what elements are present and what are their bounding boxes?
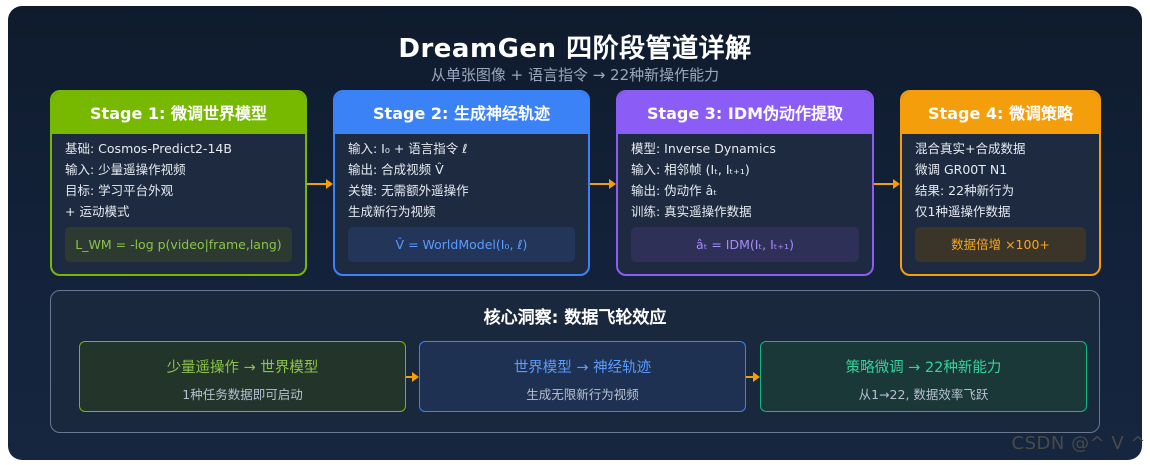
stage-4-line-4: 仅1种遥操作数据 xyxy=(915,204,1011,219)
insight-box-2-desc: 生成无限新行为视频 xyxy=(526,387,639,402)
stage-3-line-3: 输出: 伪动作 âₜ xyxy=(631,183,718,198)
stage-1-line-2: 输入: 少量遥操作视频 xyxy=(65,162,186,177)
stage-4-line-2: 微调 GR00T N1 xyxy=(915,162,1008,177)
insight-box-3-title: 策略微调 → 22种新能力 xyxy=(845,360,1002,376)
stage-2-card: Stage 2: 生成神经轨迹 输入: I₀ + 语言指令 ℓ 输出: 合成视频… xyxy=(333,90,590,276)
insight-box-2: 世界模型 → 神经轨迹 生成无限新行为视频 xyxy=(419,341,746,412)
stage-2-line-3: 关键: 无需额外遥操作 xyxy=(348,183,469,198)
insight-title: 核心洞察: 数据飞轮效应 xyxy=(483,308,667,328)
stage-2-title: Stage 2: 生成神经轨迹 xyxy=(335,92,588,134)
stage-2-line-1: 输入: I₀ + 语言指令 ℓ xyxy=(348,141,468,156)
insight-box-1-desc: 1种任务数据即可启动 xyxy=(182,387,303,402)
arrow-stage-1-to-2 xyxy=(307,179,333,189)
stage-2-line-2: 输出: 合成视频 V̂ xyxy=(348,162,444,177)
stage-2-formula: V̂ = WorldModel(I₀, ℓ) xyxy=(348,227,575,262)
insight-box-3-desc: 从1→22, 数据效率飞跃 xyxy=(858,387,989,402)
diagram-title: DreamGen 四阶段管道详解 xyxy=(398,34,752,64)
stage-3-line-1: 模型: Inverse Dynamics xyxy=(631,141,776,156)
stage-3-card: Stage 3: IDM伪动作提取 模型: Inverse Dynamics 输… xyxy=(616,90,874,276)
stage-4-title: Stage 4: 微调策略 xyxy=(902,92,1099,134)
stage-4-formula: 数据倍增 ×100+ xyxy=(915,227,1086,262)
insight-box-3: 策略微调 → 22种新能力 从1→22, 数据效率飞跃 xyxy=(760,341,1087,412)
stage-1-line-3: 目标: 学习平台外观 xyxy=(65,183,174,198)
arrow-stage-3-to-4 xyxy=(874,179,900,189)
insight-box-2-title: 世界模型 → 神经轨迹 xyxy=(513,360,652,376)
stage-4-line-1: 混合真实+合成数据 xyxy=(915,141,1026,156)
csdn-watermark: CSDN @^ V ^ xyxy=(1011,433,1146,454)
stage-4-line-3: 结果: 22种新行为 xyxy=(915,183,1015,198)
stage-1-formula: L_WM = -log p(video|frame,lang) xyxy=(65,227,292,262)
stage-3-formula: âₜ = IDM(Iₜ, Iₜ₊₁) xyxy=(631,227,859,262)
stage-1-line-4: + 运动模式 xyxy=(65,204,130,219)
insight-box-1: 少量遥操作 → 世界模型 1种任务数据即可启动 xyxy=(79,341,406,412)
arrow-insight-2-to-3 xyxy=(746,372,760,382)
stage-3-line-2: 输入: 相邻帧 (Iₜ, Iₜ₊₁) xyxy=(631,162,750,177)
stage-2-line-4: 生成新行为视频 xyxy=(348,204,436,219)
stage-3-line-4: 训练: 真实遥操作数据 xyxy=(631,204,752,219)
stage-3-title: Stage 3: IDM伪动作提取 xyxy=(618,92,872,134)
stage-1-card: Stage 1: 微调世界模型 基础: Cosmos-Predict2-14B … xyxy=(50,90,307,276)
stage-1-title: Stage 1: 微调世界模型 xyxy=(52,92,305,134)
stage-1-line-1: 基础: Cosmos-Predict2-14B xyxy=(65,141,232,156)
arrow-insight-1-to-2 xyxy=(406,372,419,382)
diagram-subtitle: 从单张图像 + 语言指令 → 22种新操作能力 xyxy=(430,66,720,84)
insight-panel: 核心洞察: 数据飞轮效应 少量遥操作 → 世界模型 1种任务数据即可启动 世界模… xyxy=(50,290,1100,433)
stage-4-card: Stage 4: 微调策略 混合真实+合成数据 微调 GR00T N1 结果: … xyxy=(900,90,1101,276)
insight-box-1-title: 少量遥操作 → 世界模型 xyxy=(166,360,319,376)
arrow-stage-2-to-3 xyxy=(590,179,616,189)
